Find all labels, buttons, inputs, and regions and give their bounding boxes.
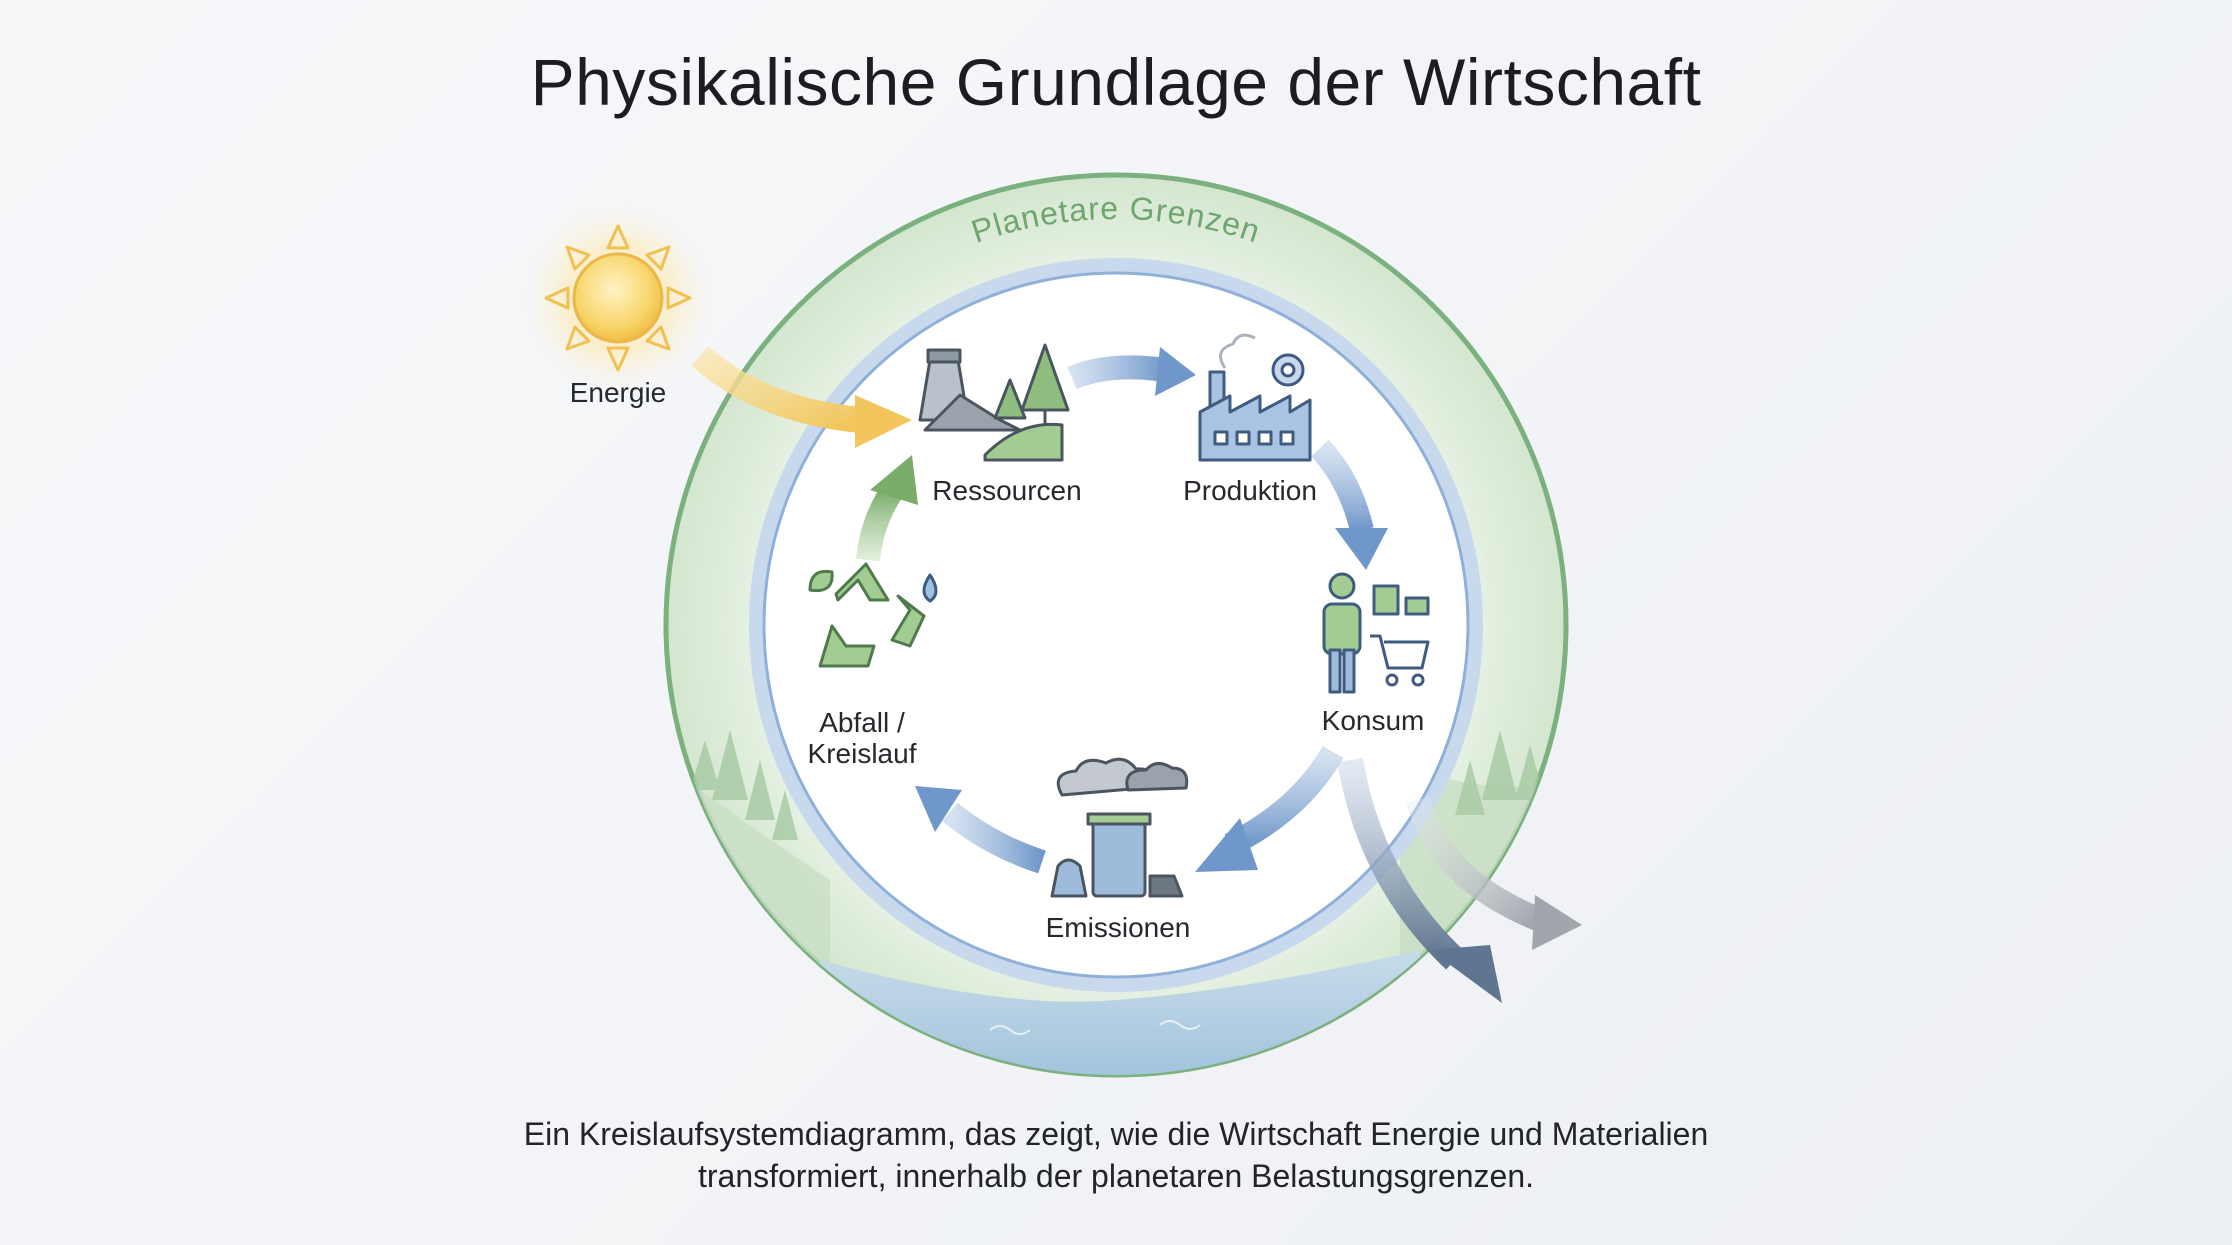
arrow-emissions-to-recycling: [915, 786, 1046, 874]
caption-line-1: Ein Kreislaufsystemdiagramm, das zeigt, …: [523, 1116, 1709, 1152]
arrow-resources-to-production: [1067, 347, 1196, 396]
recycling-label-line2: Kreislauf: [808, 738, 917, 769]
resources-icon: [918, 343, 1070, 462]
emissions-icon: [1050, 757, 1189, 898]
recycling-label-line1: Abfall /: [819, 707, 905, 738]
production-label: Produktion: [1183, 475, 1317, 506]
arrow-consumption-to-emissions: [1195, 745, 1344, 872]
outflow-arrow-dark: [1337, 757, 1502, 1003]
page-title: Physikalische Grundlage der Wirtschaft: [530, 45, 1702, 119]
water-waves: [989, 1020, 1201, 1035]
emissions-label: Emissionen: [1046, 912, 1191, 943]
factory-icon: [1198, 333, 1312, 462]
sun-icon: [523, 203, 713, 393]
resources-label: Ressourcen: [932, 475, 1081, 506]
energy-label: Energie: [570, 377, 667, 408]
outflow-arrow-grey: [1406, 796, 1582, 950]
arrow-production-to-consumption: [1311, 439, 1388, 570]
consumption-label: Konsum: [1322, 705, 1425, 736]
energy-arrow: [691, 346, 912, 448]
forest-left-icon: [690, 730, 798, 840]
consumer-icon: [1322, 572, 1430, 694]
recycling-icon: [808, 562, 938, 668]
diagram-caption: Ein Kreislaufsystemdiagramm, das zeigt, …: [0, 1113, 2232, 1197]
caption-line-2: transformiert, innerhalb der planetaren …: [697, 1158, 1535, 1194]
arrow-recycling-to-resources: [856, 455, 918, 562]
